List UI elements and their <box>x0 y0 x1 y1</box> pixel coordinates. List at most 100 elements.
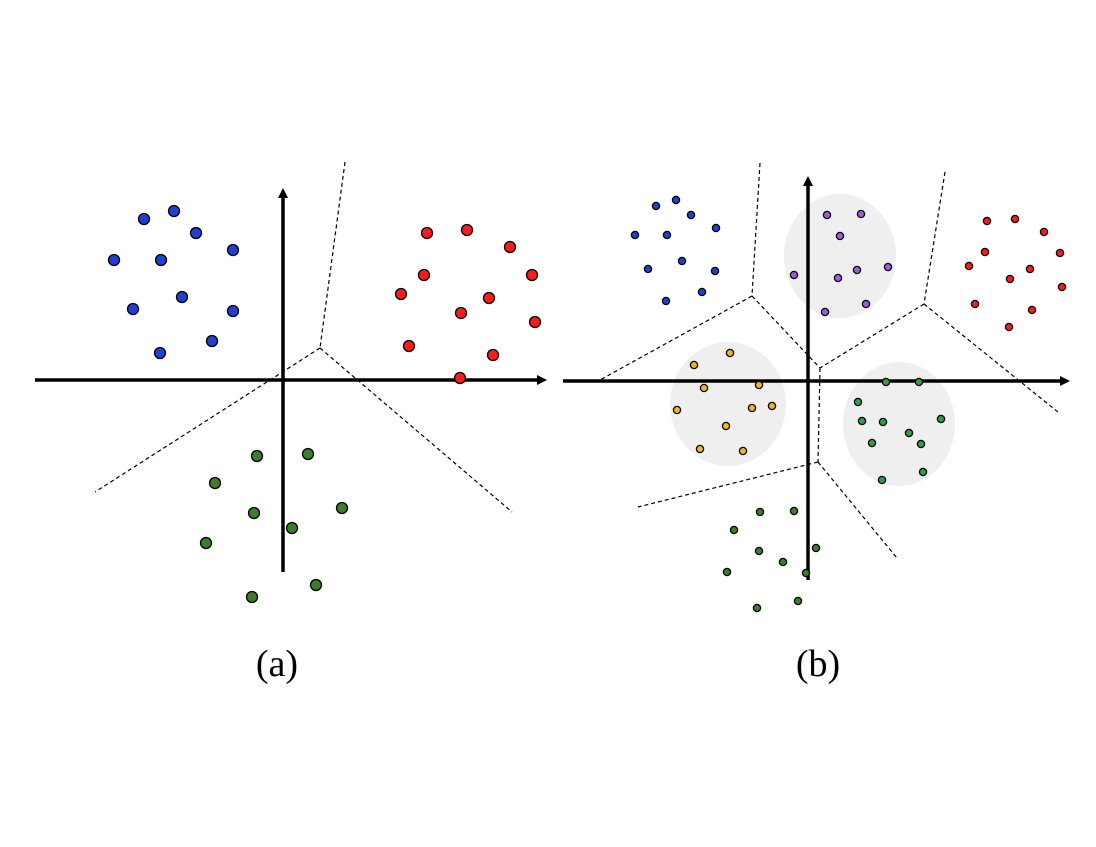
panel-a-red-point <box>454 306 468 320</box>
panel-b-yellow-point <box>699 383 709 393</box>
panel-b-points <box>630 195 1067 613</box>
panel-b-yellow-point <box>754 380 764 390</box>
panel-b-blue-point <box>661 296 671 306</box>
panel-b-green-point <box>877 475 887 485</box>
panel-b-red-point <box>982 216 992 226</box>
panel-a-dark-green-point <box>247 506 261 520</box>
panel-b-blue-point <box>677 256 687 266</box>
panel-b-green-point <box>867 438 877 448</box>
panel-b-yellow-point <box>695 444 705 454</box>
panel-a-dark-green-point <box>335 501 349 515</box>
panel-b-regions <box>670 194 955 486</box>
panel-b: (b) <box>563 162 1070 685</box>
panel-b-region-green <box>843 362 955 486</box>
panel-a-label: (a) <box>256 643 298 685</box>
panel-b-yellow-point <box>767 401 777 411</box>
panel-b-blue-point <box>643 264 653 274</box>
panel-a-dark-green-point <box>301 447 315 461</box>
panel-a-dark-green-point <box>309 578 323 592</box>
panel-a-red-point <box>525 268 539 282</box>
panel-a-blue-point <box>154 253 168 267</box>
panel-b-yellow-point <box>721 421 731 431</box>
panel-b-region-yellow <box>670 342 786 466</box>
panel-a-dark-green-point <box>250 449 264 463</box>
panel-b-axes <box>563 176 1070 580</box>
panel-a-red-point <box>402 339 416 353</box>
panel-a-red-point <box>486 348 500 362</box>
panel-b-dark-green-point <box>789 506 799 516</box>
panel-b-dark-green-point <box>754 546 764 556</box>
panel-b-blue-point <box>651 201 661 211</box>
panel-a-points <box>107 204 542 604</box>
panel-a-blue-point <box>226 243 240 257</box>
panel-b-green-point <box>881 377 891 387</box>
panel-a-boundaries <box>94 161 513 513</box>
panel-a-blue-point <box>107 253 121 267</box>
panel-a-boundary-left <box>94 347 321 493</box>
panel-b-yellow-point <box>689 360 699 370</box>
panel-a-red-point <box>453 371 467 385</box>
panel-b-green-point <box>936 414 946 424</box>
panel-b-green-point <box>853 397 863 407</box>
panel-b-dark-green-point <box>755 507 765 517</box>
panel-b-purple-point <box>883 262 893 272</box>
panel-b-dark-green-point <box>801 568 811 578</box>
panel-b-dark-green-point <box>778 557 788 567</box>
panel-b-green-point <box>878 417 888 427</box>
panel-b-purple-point <box>820 307 830 317</box>
panel-a-red-point <box>482 291 496 305</box>
panel-a-blue-point <box>153 346 167 360</box>
panel-b-blue-point <box>662 230 672 240</box>
panel-a-blue-point <box>175 290 189 304</box>
panel-a-axes <box>35 188 547 572</box>
panel-b-red-point <box>1010 214 1020 224</box>
panel-b-yellow-point <box>738 446 748 456</box>
panel-a-red-point <box>460 223 474 237</box>
panel-b-green-point <box>857 416 867 426</box>
panel-b-dark-green-point <box>752 603 762 613</box>
panel-b-purple-point <box>856 209 866 219</box>
panel-b-blue-point <box>710 266 720 276</box>
panel-b-purple-point <box>852 265 862 275</box>
panel-b-purple-point <box>833 273 843 283</box>
panel-b-blue-point <box>697 287 707 297</box>
panel-b-green-point <box>918 467 928 477</box>
panel-b-boundary-2 <box>599 295 753 381</box>
panel-b-green-point <box>904 428 914 438</box>
panel-b-yellow-point <box>747 403 757 413</box>
panel-b-red-point <box>964 261 974 271</box>
panel-b-red-point <box>980 247 990 257</box>
panel-a-red-point <box>420 226 434 240</box>
panel-a-dark-green-point <box>245 590 259 604</box>
panel-b-red-point <box>1057 282 1067 292</box>
panel-b-purple-point <box>835 231 845 241</box>
panel-b-boundary-7 <box>817 367 821 463</box>
panel-b-green-point <box>916 439 926 449</box>
panel-b-boundary-5 <box>819 303 925 369</box>
panel-b-dark-green-point <box>722 567 732 577</box>
panel-a-blue-point <box>137 212 151 226</box>
panel-b-yellow-point <box>725 348 735 358</box>
panel-a: (a) <box>35 161 547 685</box>
panel-a-red-point <box>394 287 408 301</box>
panel-b-blue-point <box>686 210 696 220</box>
panel-b-red-point <box>970 299 980 309</box>
panel-a-blue-point <box>126 302 140 316</box>
panel-b-boundary-3 <box>751 295 821 369</box>
panel-a-blue-point <box>167 204 181 218</box>
panel-b-red-point <box>1004 322 1014 332</box>
panel-b-red-point <box>1039 227 1049 237</box>
panel-a-red-point <box>503 240 517 254</box>
panel-b-green-point <box>914 377 924 387</box>
panel-a-boundary-right <box>319 347 513 513</box>
panel-a-blue-point <box>226 304 240 318</box>
panel-b-boundary-6 <box>923 303 1059 413</box>
panel-b-blue-point <box>711 223 721 233</box>
panel-a-blue-point <box>205 334 219 348</box>
panel-a-blue-point <box>189 226 203 240</box>
panel-a-red-point <box>417 268 431 282</box>
panel-b-boundary-1 <box>751 162 761 297</box>
panel-b-blue-point <box>630 230 640 240</box>
panel-b-dark-green-point <box>811 543 821 553</box>
